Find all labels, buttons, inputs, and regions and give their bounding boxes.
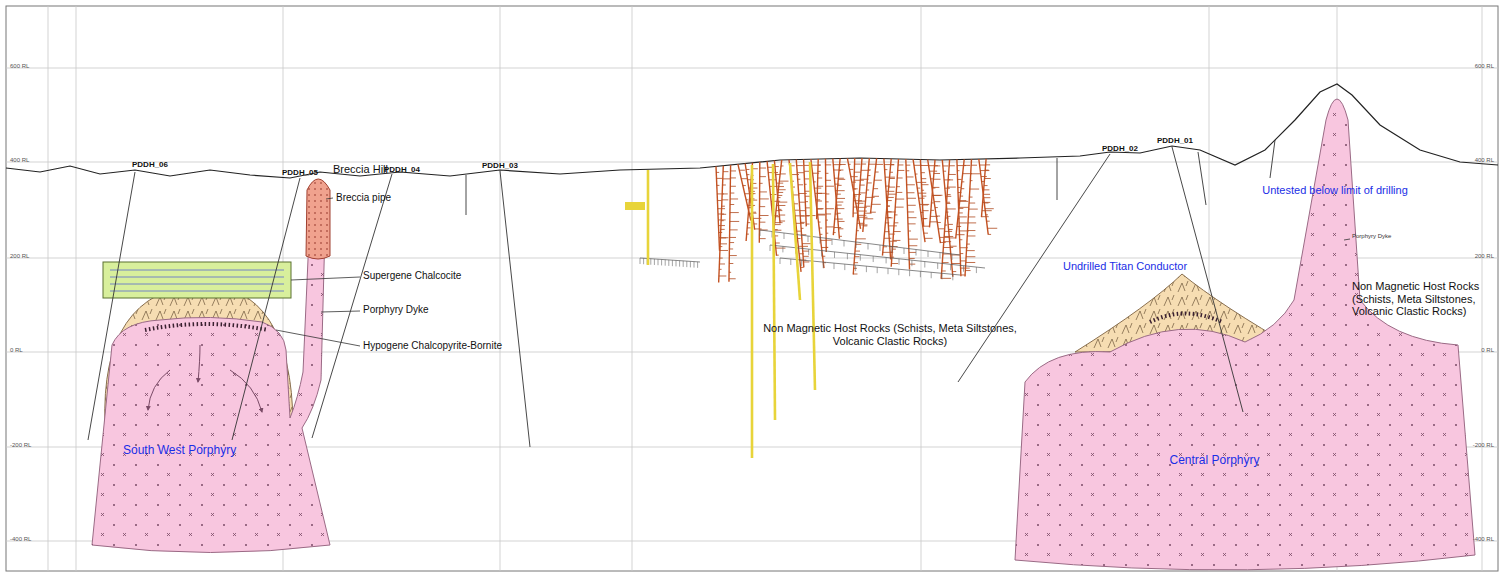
map-label: Hypogene Chalcopyrite-Bornite xyxy=(363,340,502,352)
axis-label: 0 RL xyxy=(10,347,23,354)
axis-label: 600 RL xyxy=(1475,63,1494,70)
map-label: Non Magnetic Host Rocks (Schists, Meta S… xyxy=(1352,280,1502,318)
porphyry-region: South West Porphyry xyxy=(119,441,241,459)
map-label: Breccia Hill xyxy=(333,163,388,176)
axis-label: 0 RL xyxy=(1481,347,1494,354)
breccia-pipe xyxy=(306,179,330,259)
breccia-texture xyxy=(306,179,330,259)
supergene-blanket xyxy=(103,262,291,298)
axis-label: 200 RL xyxy=(1475,253,1494,260)
map-label: Untested below limit of drilling xyxy=(1262,184,1408,197)
map-label: Supergene Chalcocite xyxy=(363,270,461,282)
map-label: Non Magnetic Host Rocks (Schists, Meta S… xyxy=(755,322,1025,347)
map-label: PDDH_01 xyxy=(1157,136,1193,145)
porphyry-region: Central Porphyry xyxy=(1166,451,1265,469)
map-label: PDDH_06 xyxy=(132,160,168,169)
axis-label: -400 RL xyxy=(1473,536,1494,543)
grid xyxy=(6,6,1498,571)
map-label: Porphyry Dyke xyxy=(1352,233,1391,240)
porphyry-texture xyxy=(1015,99,1475,570)
map-label: Porphyry Dyke xyxy=(363,304,429,316)
drill-holes xyxy=(88,140,1275,447)
frame xyxy=(6,6,1498,571)
porphyry-texture xyxy=(92,182,330,553)
map-label: PDDH_05 xyxy=(282,168,318,177)
map-label: PDDH_04 xyxy=(384,165,420,174)
region-name: Central Porphyry xyxy=(1170,453,1261,467)
map-label: Undrilled Titan Conductor xyxy=(1063,260,1187,273)
axis-label: 200 RL xyxy=(10,253,29,260)
mineralised-shell xyxy=(145,324,268,330)
map-label: Breccia pipe xyxy=(336,192,391,204)
drill-cluster xyxy=(625,158,997,458)
axis-label: 400 RL xyxy=(1475,157,1494,164)
axis-label: -200 RL xyxy=(1473,442,1494,449)
region-name: South West Porphyry xyxy=(123,443,237,457)
axis-label: 600 RL xyxy=(10,63,29,70)
axis-label: 400 RL xyxy=(10,157,29,164)
porphyry-body xyxy=(1015,99,1475,570)
axis-label: -400 RL xyxy=(10,536,31,543)
mineralised-shell xyxy=(1150,314,1222,323)
axis-label: -200 RL xyxy=(10,442,31,449)
map-label: PDDH_03 xyxy=(482,161,518,170)
blanket-lines xyxy=(110,270,284,291)
map-label: PDDH_02 xyxy=(1102,144,1138,153)
porphyry-body xyxy=(92,182,330,553)
